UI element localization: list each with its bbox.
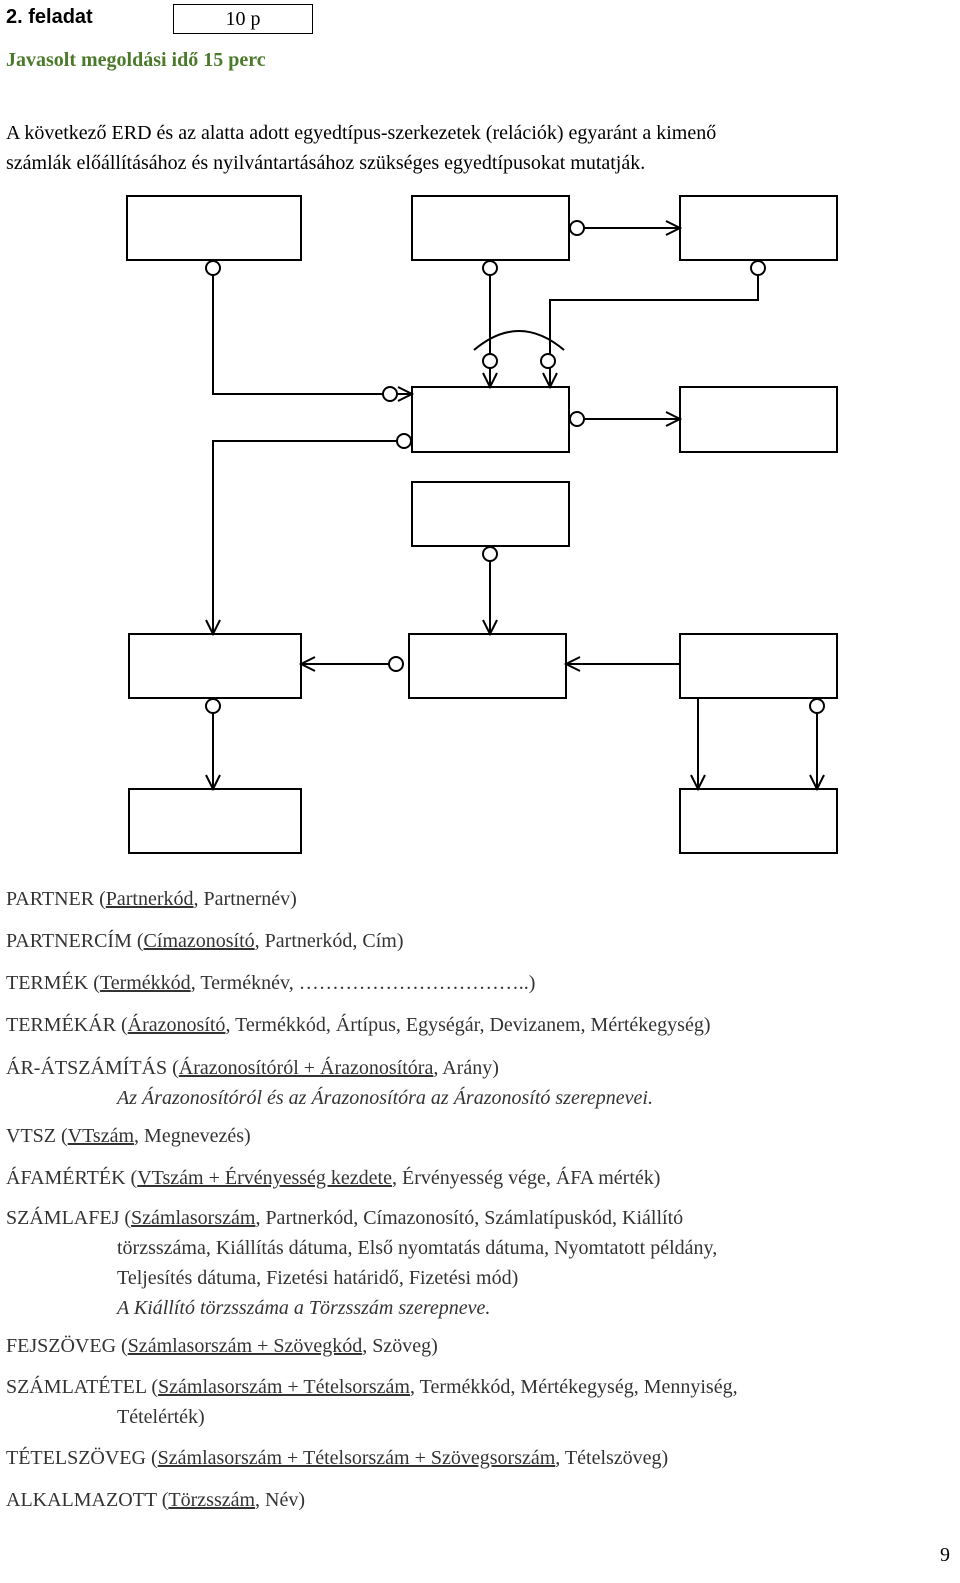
- relationship-line-4-7: [205, 440, 404, 637]
- entity-box-7: [128, 633, 302, 699]
- entity-box-5: [679, 386, 838, 453]
- optional-circle: [569, 220, 585, 236]
- relation-termekar: TERMÉKÁR (Árazonosító, Termékkód, Ártípu…: [6, 1014, 711, 1036]
- optional-circle: [482, 353, 498, 369]
- relationship-line-9-11a: [690, 698, 706, 792]
- erd-diagram: [126, 195, 838, 854]
- relation-termek: TERMÉK (Termékkód, Terméknév, ……………………………: [6, 972, 536, 994]
- entity-box-2: [411, 195, 570, 261]
- points-box: 10 p: [173, 4, 313, 34]
- optional-circle: [205, 698, 221, 714]
- optional-circle: [205, 260, 221, 276]
- relation-vtsz: VTSZ (VTszám, Megnevezés): [6, 1125, 251, 1147]
- optional-circle: [482, 260, 498, 276]
- optional-circle: [809, 698, 825, 714]
- relation-partnercim: PARTNERCÍM (Címazonosító, Partnerkód, Cí…: [6, 930, 404, 952]
- entity-box-6: [411, 481, 570, 547]
- optional-circle: [750, 260, 766, 276]
- relationship-line-7-10: [205, 714, 221, 792]
- optional-circle: [388, 656, 404, 672]
- relationship-line-9-8: [563, 656, 680, 672]
- optional-circle: [482, 546, 498, 562]
- relation-afamertek: ÁFAMÉRTÉK (VTszám + Érvényesség kezdete,…: [6, 1167, 661, 1189]
- relationship-line-4-5: [577, 411, 683, 427]
- relation-fejszoveg: FEJSZÖVEG (Számlasorszám + Szövegkód, Sz…: [6, 1335, 438, 1357]
- relationship-line-6-8: [482, 554, 498, 637]
- relationship-line-9-11b: [809, 714, 825, 792]
- entity-box-11: [679, 788, 838, 854]
- relation-szamlafej: SZÁMLAFEJ (Számlasorszám, Partnerkód, Cí…: [6, 1203, 952, 1323]
- optional-circle: [569, 411, 585, 427]
- entity-box-1: [126, 195, 302, 261]
- suggested-time: Javasolt megoldási idő 15 perc: [6, 49, 266, 71]
- optional-circle: [396, 433, 412, 449]
- entity-box-4: [411, 386, 570, 453]
- intro-line-1: A következő ERD és az alatta adott egyed…: [6, 122, 717, 144]
- page-number: 9: [940, 1544, 950, 1566]
- relation-partner: PARTNER (Partnerkód, Partnernév): [6, 888, 297, 910]
- optional-circle: [540, 353, 556, 369]
- relation-note: Az Árazonosítóról és az Árazonosítóra az…: [117, 1087, 653, 1109]
- relationship-line-2-3: [577, 220, 683, 236]
- entity-box-9: [679, 633, 838, 699]
- entity-box-10: [128, 788, 302, 854]
- relationship-line-1-4: [212, 268, 415, 402]
- exclusive-arc: [473, 330, 565, 351]
- entity-box-8: [408, 633, 567, 699]
- task-label: 2. feladat: [6, 6, 93, 28]
- relationship-line-3-5: [542, 268, 759, 390]
- relation-note: A Kiállító törzsszáma a Törzsszám szerep…: [117, 1297, 491, 1319]
- relationship-line-8-7: [298, 656, 396, 672]
- intro-line-2: számlák előállításához és nyilvántartásá…: [6, 152, 646, 174]
- optional-circle: [382, 386, 398, 402]
- relation-tetelszoveg: TÉTELSZÖVEG (Számlasorszám + Tételsorszá…: [6, 1447, 669, 1469]
- relation-ar-atszamitas: ÁR-ÁTSZÁMÍTÁS (Árazonosítóról + Árazonos…: [6, 1053, 952, 1113]
- relation-alkalmazott: ALKALMAZOTT (Törzsszám, Név): [6, 1489, 306, 1511]
- entity-box-3: [679, 195, 838, 261]
- relation-szamlatetel: SZÁMLATÉTEL (Számlasorszám + Tételsorszá…: [6, 1376, 738, 1428]
- relationship-line-2-4: [482, 268, 498, 390]
- intro-text: A következő ERD és az alatta adott egyed…: [6, 118, 952, 178]
